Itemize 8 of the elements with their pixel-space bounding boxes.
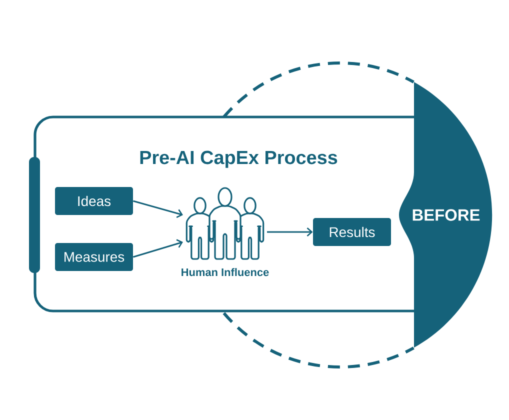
arrow — [267, 227, 313, 237]
label-box: Ideas — [55, 187, 133, 215]
arrow — [132, 239, 183, 258]
label-box: Results — [313, 218, 391, 246]
arrow — [132, 200, 183, 218]
label-box: Measures — [55, 243, 133, 271]
icon-caption: Human Influence — [182, 268, 269, 276]
box-title: Pre-AI CapEx Process — [140, 150, 338, 168]
